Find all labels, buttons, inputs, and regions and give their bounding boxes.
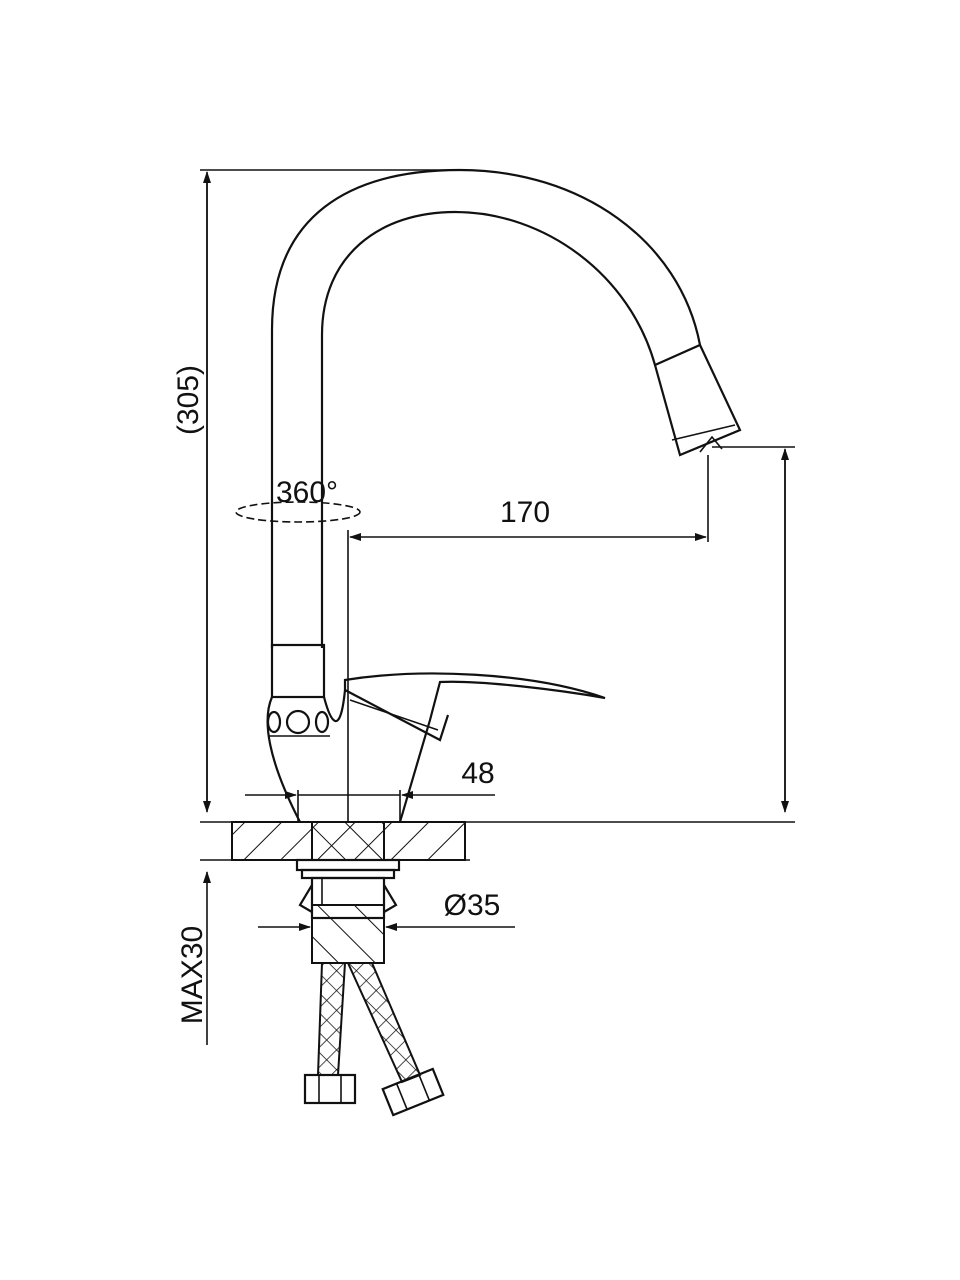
reach-dimension bbox=[347, 455, 709, 822]
reach-label: 170 bbox=[500, 496, 550, 529]
height-label: (305) bbox=[172, 365, 205, 435]
rotation-ellipse bbox=[235, 501, 361, 523]
rotation-label: 360° bbox=[276, 476, 338, 509]
height-dimension bbox=[200, 169, 460, 813]
base-diameter-label: 48 bbox=[461, 757, 494, 790]
faucet-body bbox=[266, 643, 606, 823]
shank-diameter-label: Ø35 bbox=[444, 889, 501, 922]
supply-hoses bbox=[303, 962, 445, 1117]
spout bbox=[270, 168, 742, 648]
countertop bbox=[200, 821, 795, 861]
counter-thickness-label: MAX30 bbox=[176, 926, 209, 1024]
spout-height-dimension bbox=[712, 446, 795, 813]
shank bbox=[295, 858, 401, 964]
